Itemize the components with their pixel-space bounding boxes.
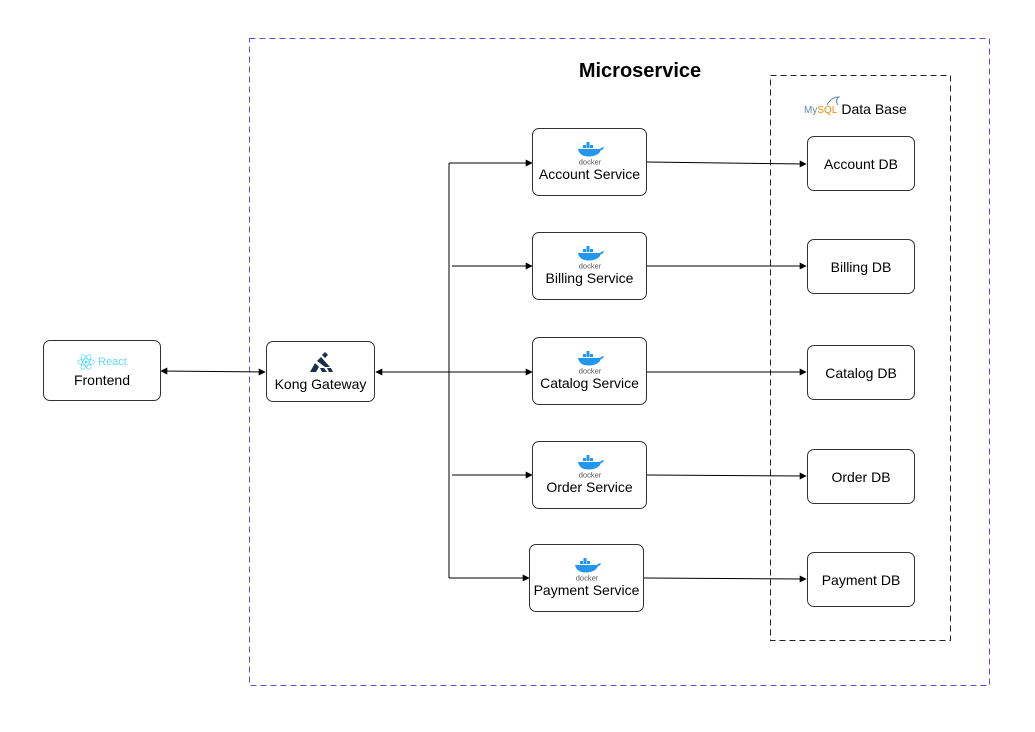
payment-service-node[interactable]: docker Payment Service [529,544,644,612]
order-db-label: Order DB [831,468,891,485]
frontend-gateway-connector [160,367,266,376]
docker-icon: docker [574,246,606,270]
payment-service-to-db [643,575,807,583]
docker-icon: docker [574,142,606,166]
billing-service-node[interactable]: docker Billing Service [532,232,647,300]
docker-icon: docker [574,351,606,375]
react-logo-text: React [98,355,127,368]
database-header-label: Data Base [841,101,907,117]
catalog-db-label: Catalog DB [825,364,897,381]
react-icon [77,353,95,370]
account-service-label: Account Service [538,166,641,182]
svg-text:docker: docker [578,367,601,376]
catalog-db-node[interactable]: Catalog DB [807,345,915,400]
payment-service-label: Payment Service [533,582,640,598]
order-service-node[interactable]: docker Order Service [532,441,647,509]
catalog-service-label: Catalog Service [540,375,639,391]
docker-icon: docker [571,558,603,582]
account-service-node[interactable]: docker Account Service [532,128,647,196]
order-db-node[interactable]: Order DB [807,449,915,504]
billing-db-label: Billing DB [830,258,892,275]
payment-db-node[interactable]: Payment DB [807,552,915,607]
catalog-service-node[interactable]: docker Catalog Service [532,337,647,405]
account-db-node[interactable]: Account DB [807,136,915,191]
account-service-to-db [646,160,807,168]
react-logo: React [77,353,127,370]
svg-text:docker: docker [578,262,601,271]
kong-gateway-node[interactable]: Kong Gateway [266,341,375,402]
mysql-icon: MySQL [804,95,840,116]
microservice-boundary [249,38,990,686]
svg-text:docker: docker [578,471,601,480]
kong-icon [308,351,334,373]
kong-gateway-label: Kong Gateway [274,376,367,392]
frontend-node[interactable]: React Frontend [43,340,161,401]
database-boundary [770,75,951,641]
frontend-label: Frontend [73,371,131,388]
payment-db-label: Payment DB [821,571,901,588]
billing-service-label: Billing Service [545,270,634,286]
diagram-title: Microservice [578,60,702,82]
order-service-to-db [646,472,807,480]
order-service-label: Order Service [546,479,633,495]
svg-text:docker: docker [575,574,598,583]
account-db-label: Account DB [824,155,898,172]
billing-db-node[interactable]: Billing DB [807,239,915,294]
svg-text:docker: docker [578,158,601,167]
docker-icon: docker [574,455,606,479]
database-header: MySQL Data Base [804,95,907,117]
